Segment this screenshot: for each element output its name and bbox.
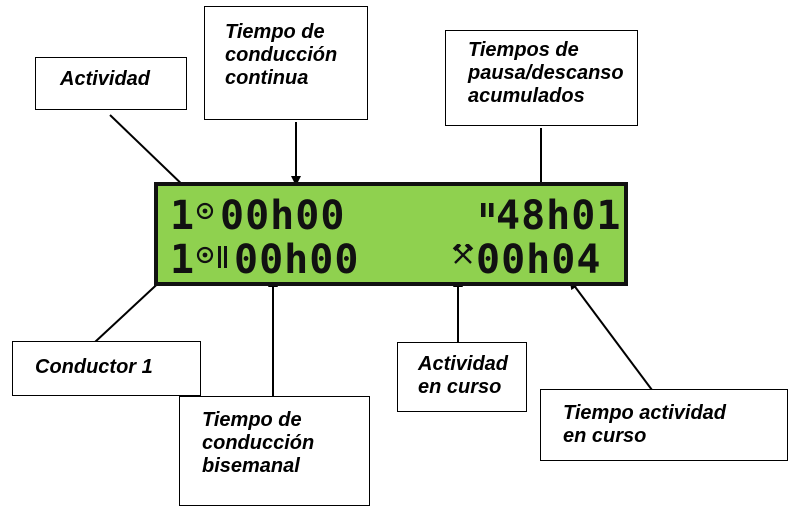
row1-driver-number: 1 — [170, 193, 196, 239]
callout-line: Tiempo de — [202, 409, 302, 431]
row2-fortnightly-driving-time: 00h00 — [234, 237, 360, 283]
row2-driver-number: 1 — [170, 237, 196, 283]
callout-line: en curso — [563, 425, 647, 447]
callout-actividad-en-curso: Actividad en curso — [397, 342, 527, 412]
callout-line: Actividad — [418, 353, 509, 375]
row2-current-activity-time: 00h04 — [476, 237, 602, 283]
double-bar-icon — [218, 246, 227, 268]
callout-line: bisemanal — [202, 455, 300, 477]
row1-continuous-driving-time: 00h00 — [220, 193, 346, 239]
callout-line: continua — [225, 67, 309, 89]
arrow-tiempo-actividad — [569, 279, 653, 391]
callout-line: Conductor 1 — [35, 356, 153, 378]
callout-line: Tiempos de — [468, 39, 579, 61]
tachograph-lcd-display: 1 00h00 48h01 1 00h00 00h04 — [154, 182, 628, 286]
callout-actividad: Actividad — [35, 57, 187, 110]
arrow-actividad — [109, 114, 191, 193]
callout-tiempo-conduccion-bisemanal: Tiempo de conducción bisemanal — [179, 396, 370, 506]
arrow-conductor-1 — [94, 275, 167, 343]
callout-conductor-1: Conductor 1 — [12, 341, 201, 396]
callout-line: conducción — [225, 44, 338, 66]
callout-line: Actividad — [60, 68, 151, 90]
callout-line: en curso — [418, 376, 502, 398]
callout-line: acumulados — [468, 85, 585, 107]
pause-bars-icon — [481, 203, 494, 217]
driving-circle-icon — [196, 202, 214, 220]
callout-line: pausa/descanso — [468, 62, 624, 84]
crossed-hammers-icon — [452, 244, 474, 264]
callout-tiempo-conduccion-continua: Tiempo de conducción continua — [204, 6, 368, 120]
callout-tiempo-actividad-en-curso: Tiempo actividad en curso — [540, 389, 788, 461]
callout-line: Tiempo actividad — [563, 402, 727, 424]
callout-tiempos-pausa-descanso: Tiempos de pausa/descanso acumulados — [445, 30, 638, 126]
row1-cumulative-break-time: 48h01 — [496, 193, 622, 239]
driving-circle-icon — [196, 246, 214, 264]
callout-line: conducción — [202, 432, 315, 454]
callout-line: Tiempo de — [225, 21, 325, 43]
